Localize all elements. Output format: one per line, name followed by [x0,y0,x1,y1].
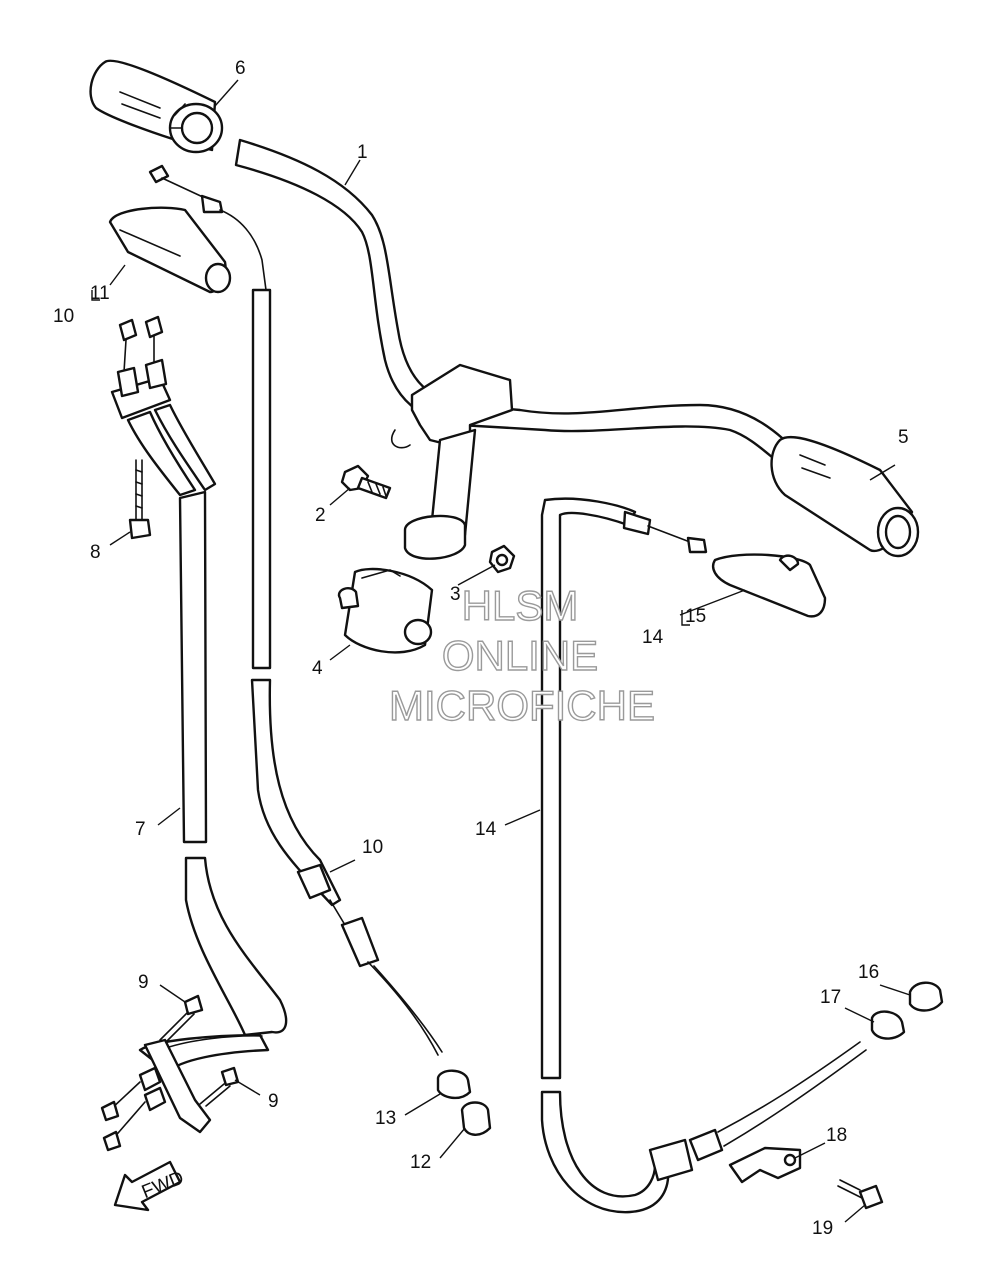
callout-17: 17 [820,987,841,1008]
callout-18: 18 [826,1125,847,1146]
callout-labels: 1 6 5 2 3 4 11 10 8 7 10 9 9 13 12 14 15… [53,58,909,1239]
left-switch-15 [711,553,827,618]
cable-10 [250,288,443,1056]
callout-11: 11 [90,283,110,304]
watermark: HLSM ONLINE MICROFICHE [388,581,655,729]
callout-19: 19 [812,1218,833,1239]
handlebar-holder-upper [390,363,514,560]
right-switch-11 [108,206,232,294]
throttle-cable-end-top [148,164,267,291]
callout-5: 5 [898,427,909,448]
handlebar-holder-lower [337,567,434,654]
callout-9-lower: 9 [268,1091,279,1112]
callout-6: 6 [235,58,246,79]
callout-7: 7 [135,819,146,840]
callout-13: 13 [375,1108,396,1129]
screw-8 [128,459,152,540]
bracket-18 [728,1146,802,1184]
callout-8: 8 [90,542,101,563]
throttle-cable-7 [110,315,288,1074]
callout-14-upper: 14 [642,627,664,648]
callout-10-upper: 10 [53,306,74,327]
throttle-grip [89,59,224,154]
callout-16: 16 [858,962,879,983]
callout-9-upper: 9 [138,972,149,993]
screw-9-lower [199,1066,240,1107]
left-grip [770,435,920,558]
nut-13 [436,1069,472,1100]
leader-lines [91,79,911,1223]
cable-bracket-lower [100,1038,212,1152]
watermark-line-1: HLSM [462,582,579,629]
callout-10-lower: 10 [362,837,383,858]
callout-14-lower: 14 [475,819,497,840]
adjuster-16 [908,981,944,1012]
callout-1: 1 [357,142,368,163]
callout-3: 3 [450,584,461,605]
watermark-line-3: MICROFICHE [389,682,655,729]
adjuster-12 [460,1101,492,1136]
callout-12: 12 [410,1152,431,1173]
nut-17 [870,1010,906,1040]
callout-15: 15 [685,606,706,627]
handlebar [234,138,808,482]
nut-3 [488,544,516,574]
fwd-arrow-icon: FWD [113,1160,187,1212]
callout-4: 4 [312,658,323,679]
callout-2: 2 [315,505,326,526]
watermark-line-2: ONLINE [442,632,598,679]
bolt-19 [837,1179,884,1210]
bolt-2 [340,464,392,500]
screw-9-upper [159,994,204,1043]
cable-14 [540,497,867,1214]
